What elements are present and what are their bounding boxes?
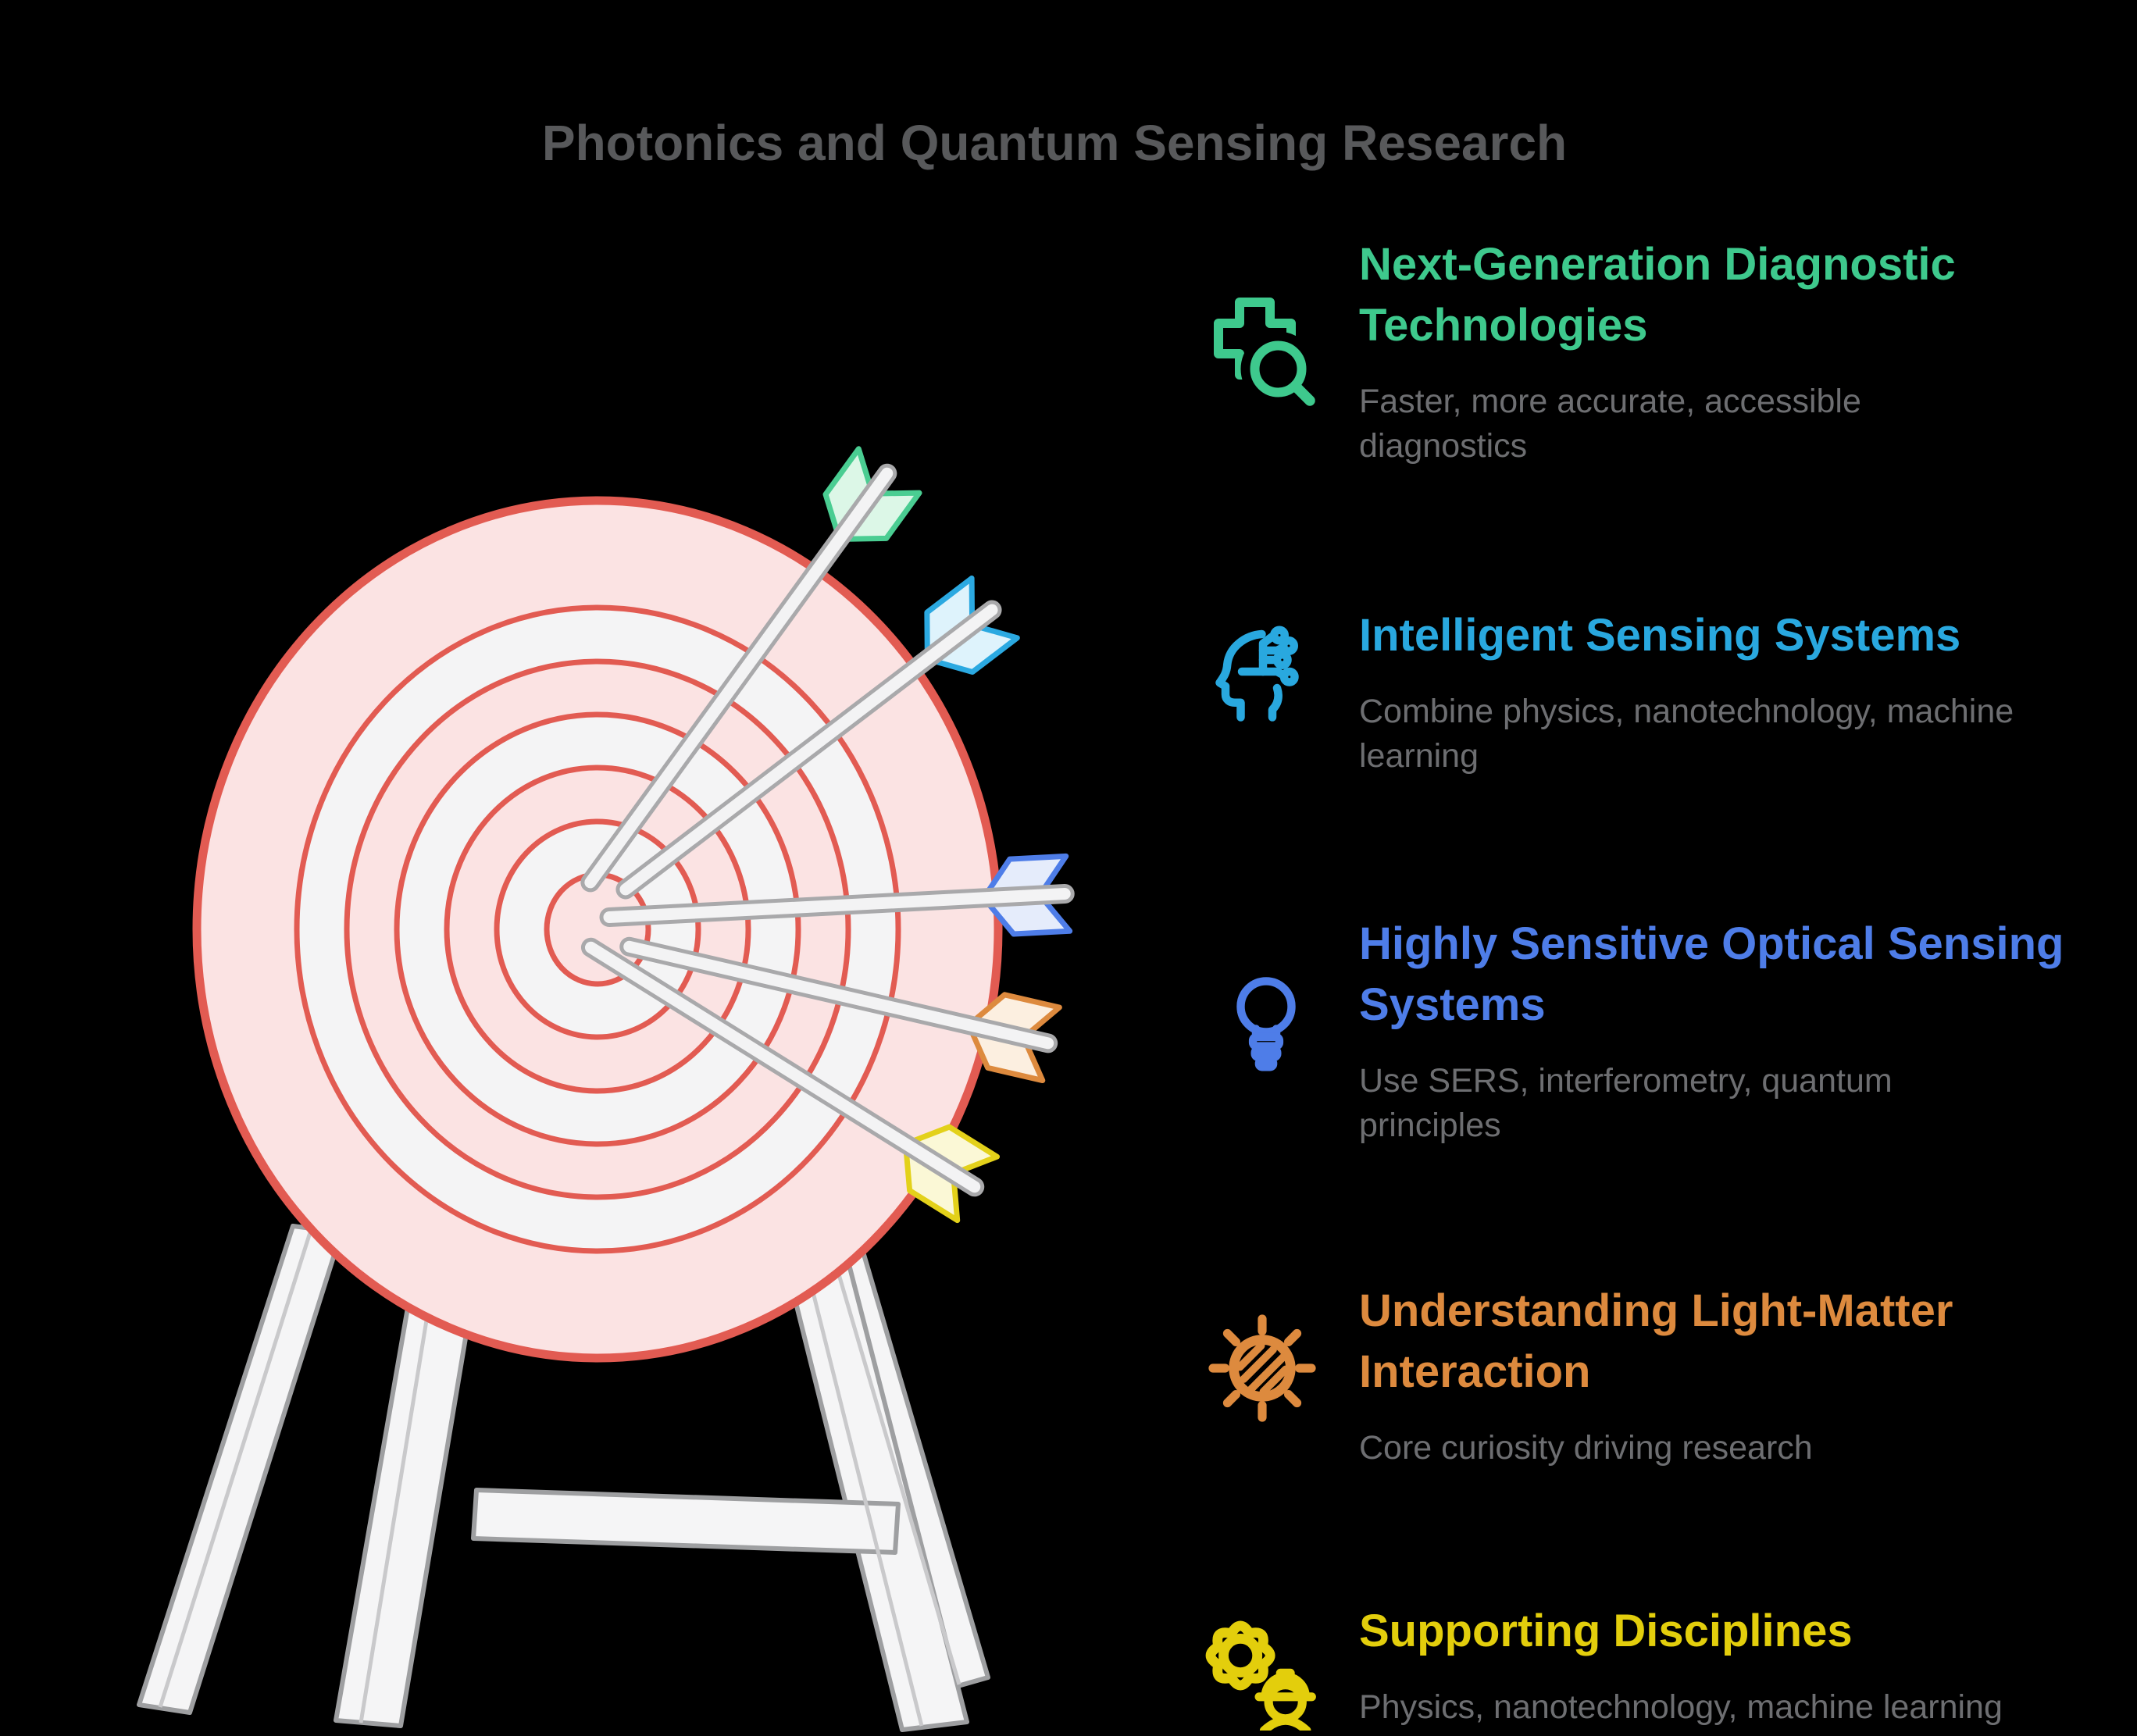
sun-hatched-icon <box>1208 1314 1317 1423</box>
item-heading: Highly Sensitive Optical Sensing Systems <box>1359 918 2064 1030</box>
item-heading: Understanding Light-Matter Interaction <box>1359 1285 1953 1397</box>
arrow-blue <box>599 853 1075 937</box>
item-subtitle: Combine physics, nanotechnology, machine… <box>1359 693 2014 775</box>
medical-cross-search-icon <box>1204 295 1322 412</box>
lightbulb-icon <box>1215 965 1317 1082</box>
item-subtitle: Core curiosity driving research <box>1359 1429 1813 1467</box>
list-item-supporting-disciplines: Supporting Disciplines Physics, nanotech… <box>1359 1601 2137 1730</box>
target-board <box>192 496 1003 1363</box>
item-heading: Next-Generation Diagnostic Technologies <box>1359 239 1956 351</box>
arrow-green <box>580 446 922 893</box>
arrow-orange <box>619 936 1062 1084</box>
list-item-optical-sensing: Highly Sensitive Optical Sensing Systems… <box>1359 914 2137 1148</box>
item-subtitle: Physics, nanotechnology, machine learnin… <box>1359 1688 2003 1726</box>
list-item-intelligent-sensing: Intelligent Sensing Systems Combine phys… <box>1359 605 2137 779</box>
item-subtitle: Faster, more accurate, accessible diagno… <box>1359 383 1861 465</box>
arrow-yellow <box>580 937 1001 1224</box>
list-item-next-gen-diagnostics: Next-Generation Diagnostic Technologies … <box>1359 234 2137 469</box>
page-title: Photonics and Quantum Sensing Research <box>541 115 1568 171</box>
stand-crossbar <box>471 1488 901 1555</box>
ai-head-circuit-icon <box>1207 625 1324 742</box>
gear-engineer-icon <box>1193 1606 1322 1731</box>
item-heading: Supporting Disciplines <box>1359 1606 1853 1656</box>
list-item-light-matter: Understanding Light-Matter Interaction C… <box>1359 1281 2137 1470</box>
arrows <box>580 446 1075 1224</box>
arrow-cyan <box>615 575 1020 900</box>
item-subtitle: Use SERS, interferometry, quantum princi… <box>1359 1062 1893 1144</box>
stand-back-left-leg <box>137 1224 344 1715</box>
item-heading: Intelligent Sensing Systems <box>1359 610 1961 661</box>
